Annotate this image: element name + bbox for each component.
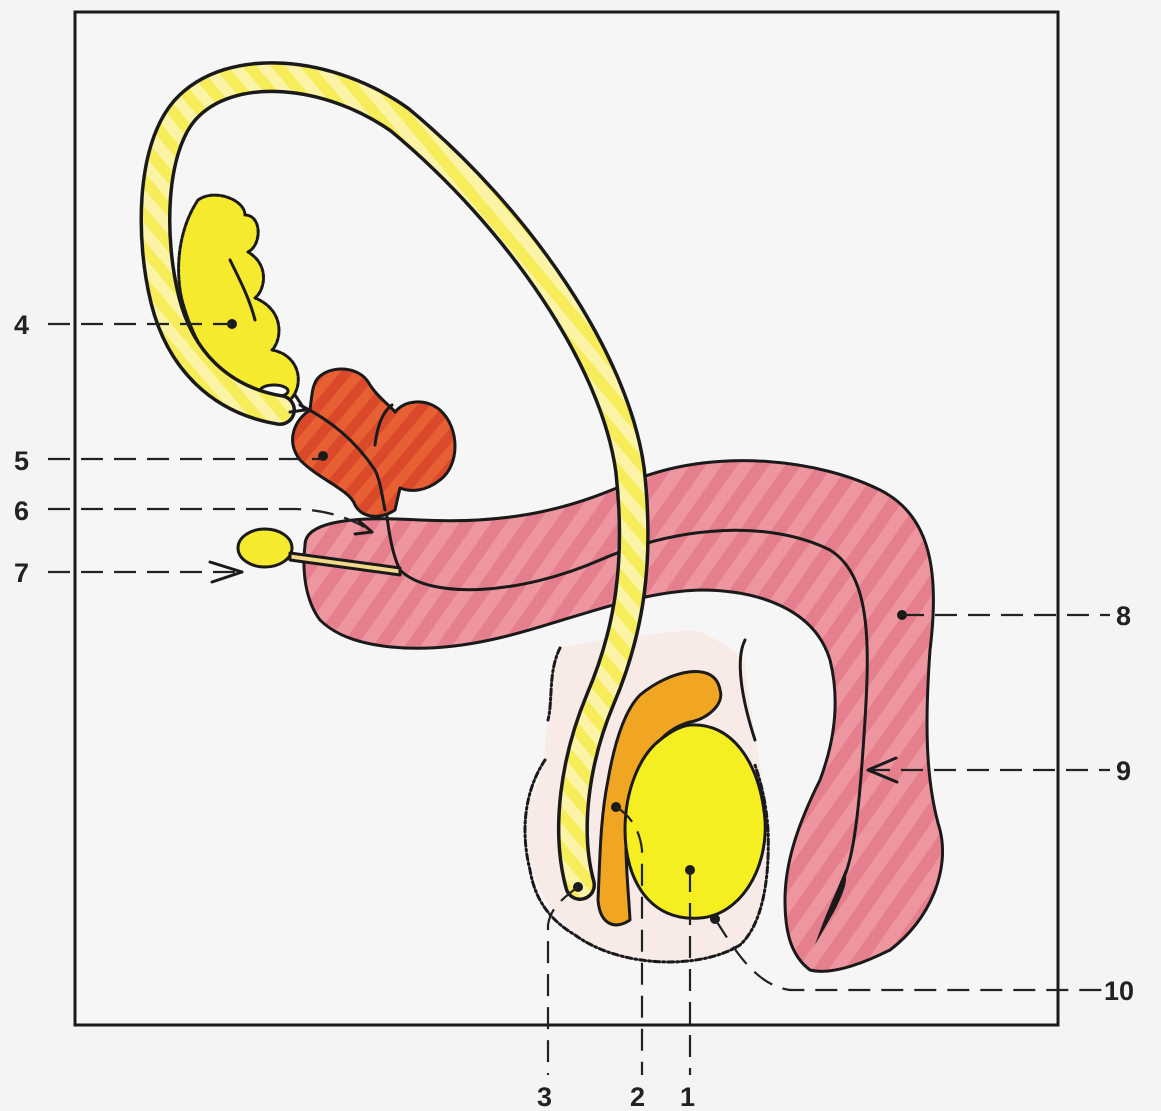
label-3: 3: [537, 1082, 552, 1111]
label-4: 4: [14, 310, 29, 340]
label-6: 6: [14, 496, 29, 526]
label-1: 1: [680, 1082, 695, 1111]
label-8: 8: [1116, 601, 1131, 631]
label-7: 7: [14, 558, 29, 588]
label-5: 5: [14, 446, 29, 476]
testis: [625, 725, 765, 918]
label-10: 10: [1104, 976, 1134, 1006]
label-9: 9: [1116, 756, 1131, 786]
label-2: 2: [630, 1082, 645, 1111]
